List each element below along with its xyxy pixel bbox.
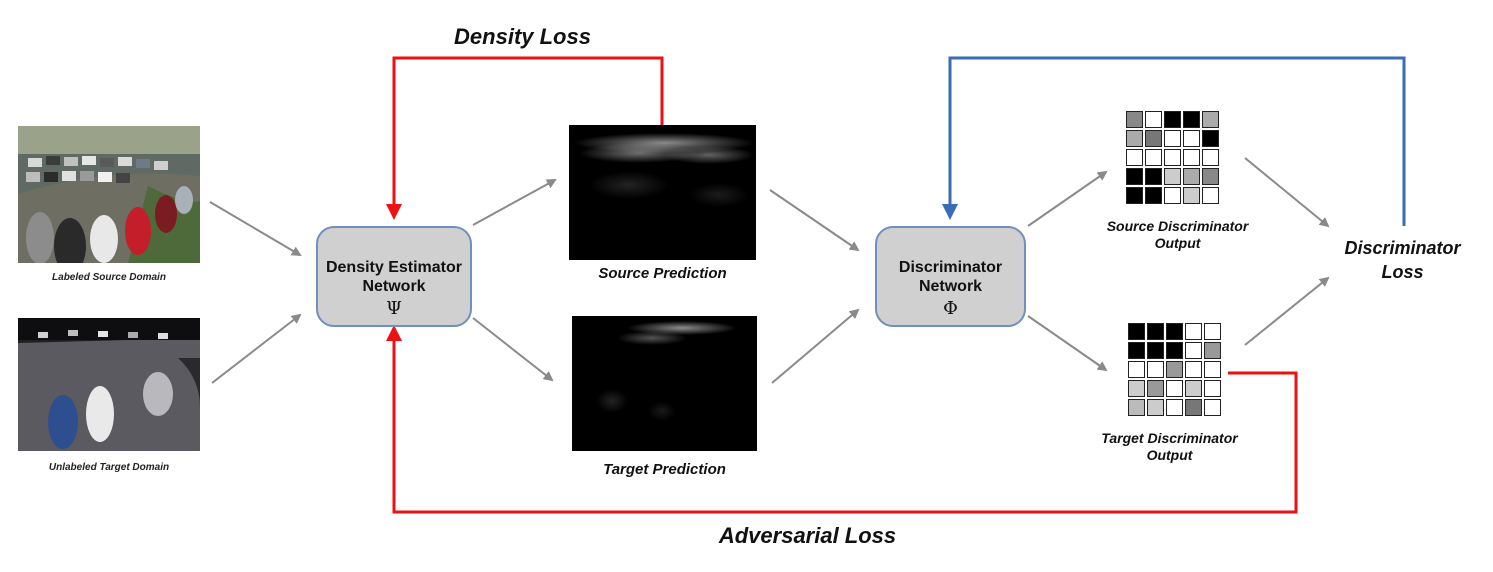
- phi-symbol: Φ: [943, 298, 958, 319]
- grid-cell: [1202, 149, 1219, 166]
- grid-cell: [1126, 168, 1143, 185]
- grid-cell: [1183, 168, 1200, 185]
- grid-cell: [1164, 187, 1181, 204]
- arrow-source-output-to-disc-loss: [1244, 157, 1330, 228]
- source-density-heatmap-icon: [574, 133, 754, 207]
- grid-cell: [1166, 342, 1183, 359]
- source-output-line2: Output: [1154, 235, 1201, 251]
- grid-cell: [1204, 342, 1221, 359]
- grid-cell: [1126, 130, 1143, 147]
- grid-cell: [1128, 399, 1145, 416]
- discriminator-loss-line2: Loss: [1381, 262, 1424, 282]
- grid-cell: [1204, 361, 1221, 378]
- density-estimator-line2: Network: [362, 278, 426, 295]
- source-prediction-label: Source Prediction: [598, 265, 727, 282]
- grid-cell: [1204, 380, 1221, 397]
- arrow-discriminator-to-source-output: [1027, 170, 1108, 227]
- grid-cell: [1145, 130, 1162, 147]
- density-loss-label: Density Loss: [454, 24, 591, 49]
- grid-cell: [1202, 168, 1219, 185]
- target-discriminator-output-label: Target Discriminator Output: [1077, 430, 1262, 464]
- grid-cell: [1183, 149, 1200, 166]
- grid-cell: [1147, 399, 1164, 416]
- grid-cell: [1164, 149, 1181, 166]
- grid-cell: [1126, 111, 1143, 128]
- source-prediction-map: [569, 125, 756, 260]
- grid-cell: [1147, 380, 1164, 397]
- grid-cell: [1166, 361, 1183, 378]
- grid-cell: [1128, 342, 1145, 359]
- grid-cell: [1183, 187, 1200, 204]
- grid-cell: [1147, 342, 1164, 359]
- grid-cell: [1185, 342, 1202, 359]
- grid-cell: [1166, 323, 1183, 340]
- target-output-line1: Target Discriminator: [1101, 430, 1238, 446]
- grid-cell: [1147, 361, 1164, 378]
- source-output-line1: Source Discriminator: [1106, 218, 1249, 234]
- target-density-heatmap-icon: [596, 321, 737, 421]
- grid-cell: [1185, 361, 1202, 378]
- target-output-line2: Output: [1146, 447, 1193, 463]
- discriminator-network-node: Discriminator Network Φ: [875, 226, 1026, 327]
- grid-cell: [1145, 187, 1162, 204]
- discriminator-line1: Discriminator: [898, 259, 1003, 276]
- grid-cell: [1126, 187, 1143, 204]
- grid-cell: [1185, 323, 1202, 340]
- arrow-target-image-to-estimator: [211, 313, 302, 384]
- source-domain-caption: Labeled Source Domain: [52, 272, 166, 283]
- grid-cell: [1166, 399, 1183, 416]
- grid-cell: [1145, 149, 1162, 166]
- grid-cell: [1166, 380, 1183, 397]
- grid-cell: [1202, 130, 1219, 147]
- source-domain-image: [18, 126, 200, 263]
- source-parking-photo-icon: [18, 126, 200, 263]
- grid-cell: [1147, 323, 1164, 340]
- arrow-estimator-to-target-pred: [472, 317, 554, 382]
- target-discriminator-output-grid: [1128, 323, 1221, 416]
- adversarial-loss-label: Adversarial Loss: [718, 523, 897, 548]
- grid-cell: [1183, 111, 1200, 128]
- target-parking-photo-icon: [18, 318, 200, 451]
- arrow-source-pred-to-discriminator: [769, 189, 860, 252]
- grid-cell: [1164, 111, 1181, 128]
- arrow-discriminator-to-target-output: [1027, 315, 1108, 372]
- source-discriminator-output-grid: [1126, 111, 1219, 204]
- grid-cell: [1202, 111, 1219, 128]
- arrow-estimator-to-source-pred: [472, 179, 557, 226]
- grid-cell: [1185, 380, 1202, 397]
- grid-cell: [1145, 111, 1162, 128]
- grid-cell: [1185, 399, 1202, 416]
- arrow-target-pred-to-discriminator: [771, 308, 860, 384]
- discriminator-loss-arrow: [942, 56, 1406, 226]
- grid-cell: [1126, 149, 1143, 166]
- target-domain-caption: Unlabeled Target Domain: [48, 462, 170, 473]
- adversarial-loss-arrow: [386, 325, 1298, 514]
- source-discriminator-output-label: Source Discriminator Output: [1085, 218, 1270, 252]
- grid-cell: [1128, 361, 1145, 378]
- density-estimator-network-node: Density Estimator Network Ψ: [316, 226, 472, 327]
- discriminator-loss-label: Discriminator Loss: [1325, 236, 1480, 284]
- discriminator-loss-line1: Discriminator: [1344, 238, 1461, 258]
- grid-cell: [1128, 380, 1145, 397]
- grid-cell: [1204, 399, 1221, 416]
- grid-cell: [1202, 187, 1219, 204]
- grid-cell: [1145, 168, 1162, 185]
- grid-cell: [1183, 130, 1200, 147]
- target-prediction-map: [572, 316, 757, 451]
- grid-cell: [1128, 323, 1145, 340]
- discriminator-line2: Network: [918, 278, 983, 295]
- arrow-source-image-to-estimator: [209, 201, 302, 257]
- psi-symbol: Ψ: [386, 298, 402, 319]
- density-loss-arrow: [386, 56, 664, 220]
- grid-cell: [1164, 130, 1181, 147]
- arrow-target-output-to-disc-loss: [1244, 276, 1330, 346]
- grid-cell: [1204, 323, 1221, 340]
- density-estimator-line1: Density Estimator: [325, 259, 463, 276]
- target-domain-image: [18, 318, 200, 451]
- grid-cell: [1164, 168, 1181, 185]
- target-prediction-label: Target Prediction: [603, 461, 726, 478]
